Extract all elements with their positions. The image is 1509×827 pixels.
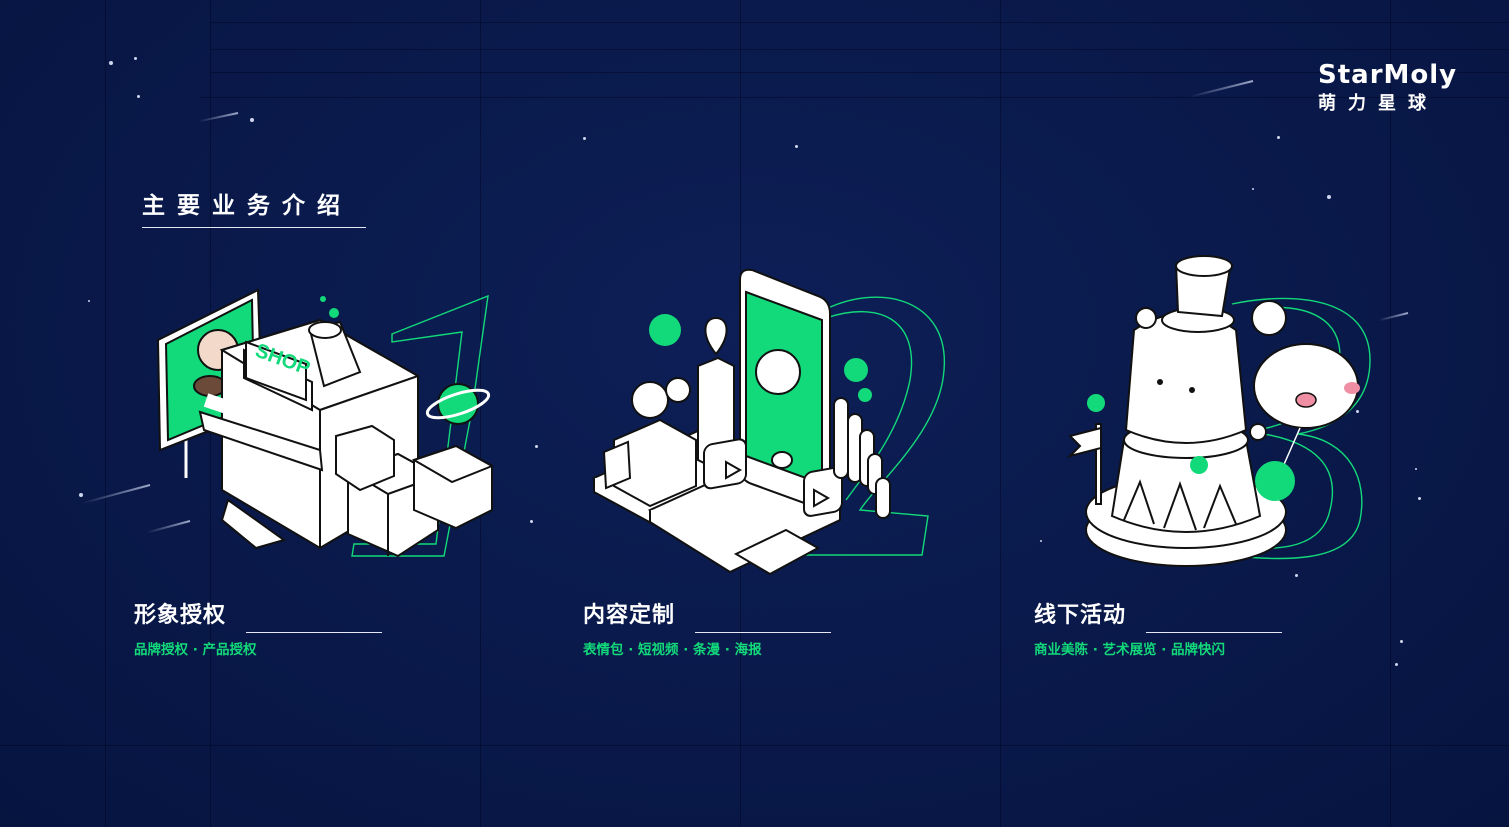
bg-line <box>1390 0 1391 827</box>
phone-media-illustration <box>591 268 945 576</box>
circus-character-illustration <box>1066 255 1371 567</box>
service-title-content: 内容定制 <box>583 603 676 628</box>
service-subtitle-licensing: 品牌授权 · 产品授权 <box>134 642 257 658</box>
star-icon <box>1295 574 1298 577</box>
bg-line <box>105 0 106 827</box>
service-subtitle-events: 商业美陈 · 艺术展览 · 品牌快闪 <box>1034 642 1226 658</box>
meteor-icon <box>82 484 151 505</box>
star-icon <box>250 118 254 122</box>
bg-line <box>210 0 211 827</box>
service-title-events: 线下活动 <box>1034 603 1127 628</box>
star-icon <box>109 61 113 65</box>
brand-logo: StarMoly 萌力星球 <box>1318 60 1457 116</box>
star-icon <box>1327 195 1331 199</box>
service-title-licensing: 形象授权 <box>134 603 227 628</box>
star-icon <box>583 137 586 140</box>
bg-line <box>740 0 741 827</box>
service-title-underline <box>246 632 382 633</box>
bg-line <box>210 72 1509 73</box>
star-icon <box>134 57 137 60</box>
bg-line <box>210 22 1509 23</box>
star-icon <box>795 145 798 148</box>
bg-line <box>480 0 481 827</box>
meteor-icon <box>1378 312 1409 322</box>
star-icon <box>79 493 83 497</box>
service-subtitle-content: 表情包 · 短视频 · 条漫 · 海报 <box>583 642 762 658</box>
star-icon <box>88 300 90 302</box>
star-icon <box>1252 188 1254 190</box>
meteor-icon <box>198 112 239 123</box>
service-title-underline <box>695 632 831 633</box>
star-icon <box>535 445 538 448</box>
star-icon <box>1415 468 1417 470</box>
bg-line <box>1000 0 1001 827</box>
section-title-underline <box>142 227 366 228</box>
shop-sign-text: SHOP <box>252 340 313 380</box>
brand-name-en: StarMoly <box>1318 60 1458 90</box>
star-icon <box>1040 540 1042 542</box>
section-title: 主要业务介绍 <box>142 193 352 219</box>
star-icon <box>1395 663 1398 666</box>
bg-line <box>210 49 1509 50</box>
meteor-icon <box>1189 80 1254 98</box>
star-icon <box>137 95 140 98</box>
star-icon <box>1277 136 1280 139</box>
shop-building-illustration: SHOP <box>156 288 495 558</box>
star-icon <box>1400 640 1403 643</box>
brand-name-cn: 萌力星球 <box>1318 93 1438 114</box>
meteor-icon <box>146 520 191 534</box>
bg-line <box>200 97 1509 98</box>
bg-line <box>0 745 1509 746</box>
star-icon <box>1418 497 1421 500</box>
service-title-underline <box>1146 632 1282 633</box>
star-icon <box>1356 410 1359 413</box>
star-icon <box>530 520 533 523</box>
